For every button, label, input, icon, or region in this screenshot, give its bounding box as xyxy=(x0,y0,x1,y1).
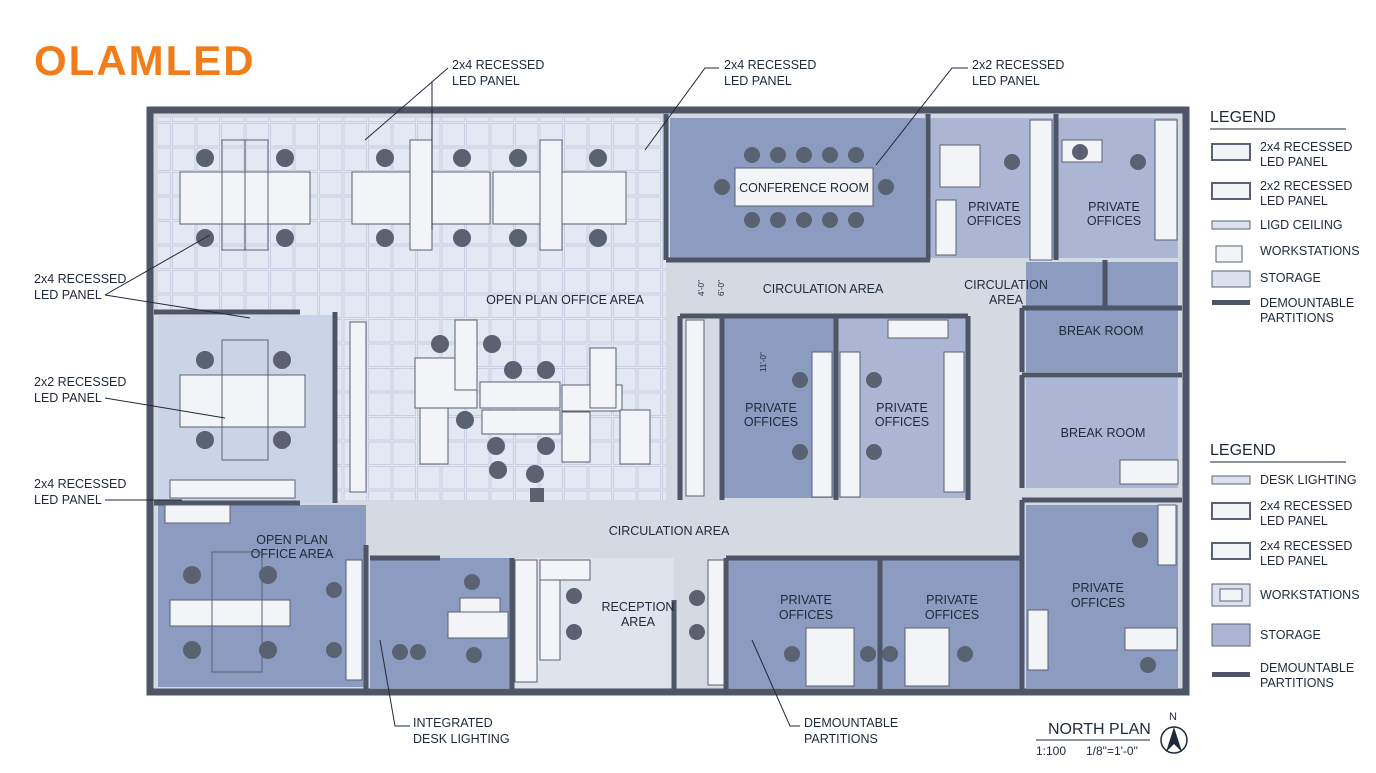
break-room-1-label: BREAK ROOM xyxy=(1059,324,1144,338)
private-b2-label-2: OFFICES xyxy=(925,608,979,622)
reception-label-2: AREA xyxy=(621,615,656,629)
callout-left-3-line-2: LED PANEL xyxy=(34,493,102,507)
callout-top-1-line-1: 2x4 RECESSED xyxy=(452,58,544,72)
callout-top-2-line-2: LED PANEL xyxy=(724,74,792,88)
legend-bottom-item-6-line-1: DEMOUNTABLE xyxy=(1260,661,1354,675)
private-b2-label-1: PRIVATE xyxy=(926,593,978,607)
break-room-2-label: BREAK ROOM xyxy=(1061,426,1146,440)
legend-top-item-2-line-2: LED PANEL xyxy=(1260,194,1328,208)
plan-title: NORTH PLAN xyxy=(1048,721,1151,738)
circulation-bottom-label: CIRCULATION AREA xyxy=(609,524,730,538)
private-office-b1-floor xyxy=(728,560,878,688)
private-office-b2-floor xyxy=(882,560,1020,688)
legend-top-title: LEGEND xyxy=(1210,109,1276,126)
callouts: 2x4 RECESSED LED PANEL 2x4 RECESSED LED … xyxy=(34,58,1064,746)
conference-table xyxy=(714,147,894,228)
legend-top-item-6-line-2: PARTITIONS xyxy=(1260,311,1334,325)
callout-top-2-line-1: 2x4 RECESSED xyxy=(724,58,816,72)
break-room-1-floor xyxy=(1026,262,1178,372)
dimension-3: 11'-0" xyxy=(759,352,768,372)
legend-top-item-1-line-1: 2x4 RECESSED xyxy=(1260,140,1352,154)
legend-bottom-item-1: DESK LIGHTING xyxy=(1260,473,1357,487)
circulation-top-label: CIRCULATION AREA xyxy=(763,282,884,296)
legend-top-item-5: STORAGE xyxy=(1260,271,1321,285)
dimension-2: 6'-0" xyxy=(717,280,726,296)
legend-top-item-3: LIGD CEILING xyxy=(1260,218,1343,232)
private-tr2-label-1: PRIVATE xyxy=(1088,200,1140,214)
legend-top-item-1-line-2: LED PANEL xyxy=(1260,155,1328,169)
legend-top: LEGEND 2x4 RECESSED LED PANEL 2x2 RECESS… xyxy=(1210,109,1360,325)
private-br-label-1: PRIVATE xyxy=(1072,581,1124,595)
dimension-1: 4'-0" xyxy=(697,280,706,296)
open-plan-left-label-2: OFFICE AREA xyxy=(251,547,334,561)
callout-top-1-line-2: LED PANEL xyxy=(452,74,520,88)
bottom-furniture xyxy=(447,459,1179,687)
callout-top-3-line-1: 2x2 RECESSED xyxy=(972,58,1064,72)
bottom-chairs xyxy=(392,532,1156,673)
north-arrow-icon: N xyxy=(1160,711,1188,754)
chairs-center xyxy=(431,335,555,502)
callout-left-2-line-2: LED PANEL xyxy=(34,391,102,405)
logo-text: OLAMLED xyxy=(34,37,256,84)
callout-left-3-line-1: 2x4 RECESSED xyxy=(34,477,126,491)
left-chairs xyxy=(183,351,342,659)
workstations-top xyxy=(179,139,627,251)
mid-office-chairs xyxy=(792,372,882,460)
walls xyxy=(146,106,1190,696)
circulation-right-label-1: CIRCULATION xyxy=(964,278,1048,292)
legend-top-item-6-line-1: DEMOUNTABLE xyxy=(1260,296,1354,310)
callout-left-1-line-2: LED PANEL xyxy=(34,288,102,302)
workstations-center xyxy=(414,319,651,465)
tr-office-furniture xyxy=(935,119,1178,261)
reception-label-1: RECEPTION xyxy=(602,600,675,614)
callout-bottom-1-line-1: INTEGRATED xyxy=(413,716,493,730)
left-workstations xyxy=(164,321,367,681)
olamled-logo: OLAMLED xyxy=(34,37,256,84)
legend-bottom-item-4: WORKSTATIONS xyxy=(1260,588,1360,602)
legend-bottom-item-3-line-2: LED PANEL xyxy=(1260,554,1328,568)
private-tr1-label-2: OFFICES xyxy=(967,214,1021,228)
circulation-right-label-2: AREA xyxy=(989,293,1024,307)
legend-top-item-4: WORKSTATIONS xyxy=(1260,244,1360,258)
legend-bottom: LEGEND DESK LIGHTING 2x4 RECESSED LED PA… xyxy=(1210,442,1360,690)
private-mid1-label-2: OFFICES xyxy=(744,415,798,429)
private-tr2-label-2: OFFICES xyxy=(1087,214,1141,228)
private-office-br-floor xyxy=(1026,505,1178,688)
legend-top-item-2-line-1: 2x2 RECESSED xyxy=(1260,179,1352,193)
legend-bottom-item-6-line-2: PARTITIONS xyxy=(1260,676,1334,690)
callout-bottom-1-line-2: DESK LIGHTING xyxy=(413,732,510,746)
dimensions: 4'-0" 6'-0" 11'-0" xyxy=(697,280,768,372)
scale-ratio: 1:100 xyxy=(1036,744,1066,758)
tr-office-chairs xyxy=(1004,144,1146,170)
callout-left-1-line-1: 2x4 RECESSED xyxy=(34,272,126,286)
legend-bottom-item-2-line-1: 2x4 RECESSED xyxy=(1260,499,1352,513)
private-br-label-2: OFFICES xyxy=(1071,596,1125,610)
conference-room-label: CONFERENCE ROOM xyxy=(739,181,869,195)
private-b1-label-2: OFFICES xyxy=(779,608,833,622)
mid-office-furniture xyxy=(685,319,965,498)
private-mid2-label-2: OFFICES xyxy=(875,415,929,429)
legend-bottom-item-2-line-2: LED PANEL xyxy=(1260,514,1328,528)
callout-bottom-2-line-2: PARTITIONS xyxy=(804,732,878,746)
private-mid2-label-1: PRIVATE xyxy=(876,401,928,415)
room-labels: CONFERENCE ROOM PRIVATE OFFICES PRIVATE … xyxy=(251,181,1146,629)
open-plan-label: OPEN PLAN OFFICE AREA xyxy=(486,293,644,307)
legend-bottom-title: LEGEND xyxy=(1210,442,1276,459)
private-tr1-label-1: PRIVATE xyxy=(968,200,1020,214)
legend-bottom-item-3-line-1: 2x4 RECESSED xyxy=(1260,539,1352,553)
private-b1-label-1: PRIVATE xyxy=(780,593,832,607)
callout-left-2-line-1: 2x2 RECESSED xyxy=(34,375,126,389)
plan-title-block: NORTH PLAN 1:100 1/8"=1'-0" N xyxy=(1036,711,1188,758)
callout-bottom-2-line-1: DEMOUNTABLE xyxy=(804,716,898,730)
callout-top-3-line-2: LED PANEL xyxy=(972,74,1040,88)
scale-imperial: 1/8"=1'-0" xyxy=(1086,744,1138,758)
north-letter: N xyxy=(1169,711,1177,723)
open-plan-left-label-1: OPEN PLAN xyxy=(256,533,328,547)
private-mid1-label-1: PRIVATE xyxy=(745,401,797,415)
legend-bottom-item-5: STORAGE xyxy=(1260,628,1321,642)
